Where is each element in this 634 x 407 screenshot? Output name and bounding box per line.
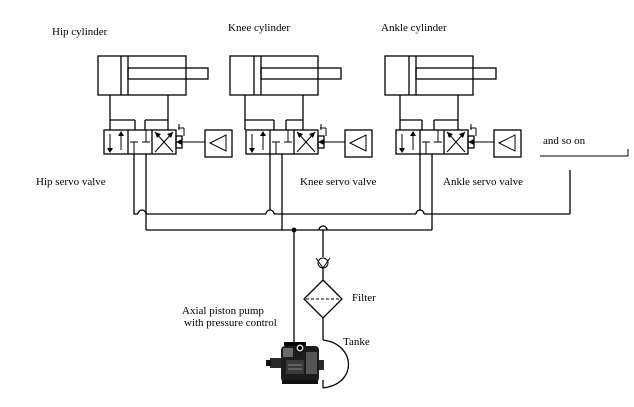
knee-cylinder xyxy=(229,55,342,120)
and-so-on-bracket xyxy=(540,149,629,157)
header-lines xyxy=(133,170,571,345)
axial-piston-pump-icon xyxy=(266,342,324,384)
filter-diamond-icon xyxy=(303,279,343,340)
hip-cylinder-label: Hip cylinder xyxy=(52,26,108,38)
and-so-on-label: and so on xyxy=(543,135,586,147)
knee-cylinder-label: Knee cylinder xyxy=(228,22,290,34)
pump-label-line1: Axial piston pump xyxy=(182,305,264,317)
knee-servo-valve-label: Knee servo valve xyxy=(300,176,376,188)
tank-label: Tanke xyxy=(343,336,370,348)
tank-icon xyxy=(322,339,350,389)
hip-servo-valve xyxy=(103,119,233,210)
pump-label-line2: with pressure control xyxy=(184,317,277,329)
servo-amplifier-icon xyxy=(204,129,233,158)
ankle-cylinder-label: Ankle cylinder xyxy=(381,22,447,34)
ankle-servo-valve xyxy=(395,119,522,210)
hip-servo-valve-label: Hip servo valve xyxy=(36,176,106,188)
servo-amplifier-icon xyxy=(344,129,373,158)
check-valve-icon xyxy=(315,257,331,280)
knee-servo-valve xyxy=(244,119,373,210)
ankle-cylinder xyxy=(384,55,497,120)
ankle-servo-valve-label: Ankle servo valve xyxy=(443,176,523,188)
filter-label: Filter xyxy=(352,292,376,304)
servo-amplifier-icon xyxy=(493,129,522,158)
hip-cylinder xyxy=(97,55,209,120)
